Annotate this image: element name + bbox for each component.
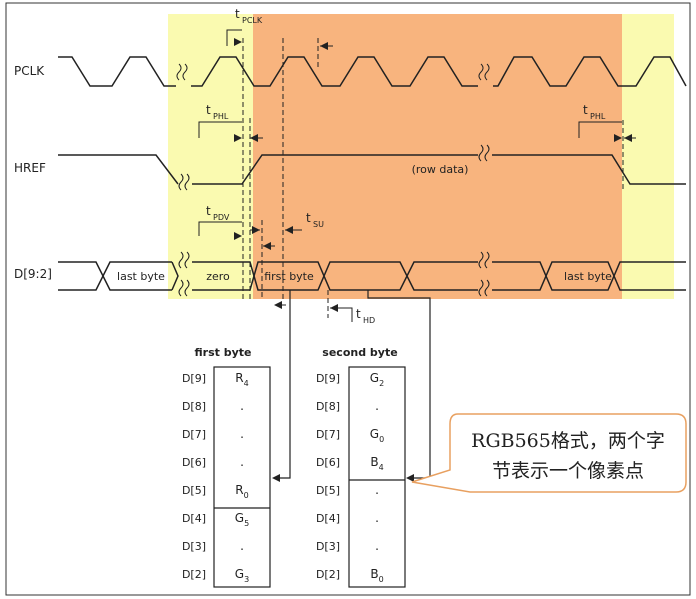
- bit-label: D[5]: [316, 484, 340, 497]
- bit-label: D[9]: [316, 372, 340, 385]
- bit-value: R0: [235, 483, 248, 500]
- bit-value: .: [240, 455, 244, 469]
- data-bus-label: D[9:2]: [14, 267, 52, 281]
- bit-value: .: [240, 399, 244, 413]
- t-hd-label: t HD: [356, 307, 375, 325]
- svg-text:HD: HD: [363, 316, 375, 325]
- last-byte-right-label: last byte: [564, 270, 612, 283]
- callout-bubble: [411, 413, 687, 493]
- bit-label: D[2]: [316, 568, 340, 581]
- svg-text:PHL: PHL: [213, 112, 229, 121]
- t-phl-left-label: t PHL: [206, 103, 229, 121]
- callout-line-1: RGB565格式，两个字: [471, 430, 665, 452]
- bit-value: .: [375, 539, 379, 553]
- svg-text:PCLK: PCLK: [242, 16, 263, 25]
- bit-value: .: [375, 399, 379, 413]
- bit-value: B4: [370, 455, 383, 472]
- bit-label: D[5]: [182, 484, 206, 497]
- href-label: HREF: [14, 161, 46, 175]
- bit-label: D[7]: [316, 428, 340, 441]
- first-byte-title: first byte: [195, 346, 252, 359]
- active-region: [253, 14, 622, 299]
- bit-label: D[3]: [182, 540, 206, 553]
- second-byte-rows: D[9] G2D[8]. D[7] G0D[6] B4D[5]. D[4]. D[3]. D[…: [316, 371, 384, 584]
- bit-value: .: [240, 539, 244, 553]
- svg-text:t: t: [206, 103, 211, 117]
- svg-text:t: t: [356, 307, 361, 321]
- href-break-marks: [178, 144, 490, 191]
- t-su-label: t SU: [306, 211, 324, 229]
- bit-value: B0: [370, 567, 383, 584]
- bit-label: D[8]: [182, 400, 206, 413]
- bit-value: .: [375, 483, 379, 497]
- callout-line-2: 节表示一个像素点: [492, 460, 644, 482]
- bit-value: G5: [235, 511, 249, 528]
- t-phl-right-label: t PHL: [583, 103, 606, 121]
- second-byte-title: second byte: [322, 346, 397, 359]
- bit-value: R4: [235, 371, 248, 388]
- first-byte-box: [213, 366, 271, 588]
- svg-text:t: t: [206, 204, 211, 218]
- bit-label: D[4]: [316, 512, 340, 525]
- bit-label: D[6]: [182, 456, 206, 469]
- last-byte-left-label: last byte: [117, 270, 165, 283]
- bit-value: G0: [370, 427, 384, 444]
- t-pdv-label: t PDV: [206, 204, 230, 222]
- bit-label: D[9]: [182, 372, 206, 385]
- data-bus-waveform: [58, 261, 686, 291]
- row-data-label: (row data): [412, 163, 469, 176]
- reference-lines: [242, 38, 624, 318]
- connector-arrowheads: [272, 474, 414, 482]
- timing-arrowheads: [234, 38, 632, 312]
- svg-text:PDV: PDV: [213, 213, 230, 222]
- bit-value: .: [375, 511, 379, 525]
- svg-text:t: t: [306, 211, 311, 225]
- bit-value: .: [240, 427, 244, 441]
- first-byte-cell-label: first byte: [264, 270, 314, 283]
- bit-label: D[2]: [182, 568, 206, 581]
- data-bus-break-marks: [178, 251, 490, 297]
- pclk-label: PCLK: [14, 64, 45, 78]
- t-pclk-label: t PCLK: [235, 7, 263, 25]
- pclk-break-marks: [176, 63, 490, 81]
- connector-arrows: [278, 290, 431, 479]
- svg-text:PHL: PHL: [590, 112, 606, 121]
- bit-label: D[8]: [316, 400, 340, 413]
- href-waveform: [58, 154, 686, 185]
- bit-value: G2: [370, 371, 384, 388]
- svg-text:t: t: [235, 7, 240, 21]
- first-byte-rows: D[9] R4D[8]. D[7]. D[6]. D[5] R0D[4] G5D[3]. D[…: [182, 371, 249, 584]
- zero-label: zero: [206, 270, 230, 283]
- svg-text:SU: SU: [313, 220, 324, 229]
- frame: [5, 2, 691, 596]
- bit-label: D[3]: [316, 540, 340, 553]
- svg-text:t: t: [583, 103, 588, 117]
- bit-label: D[7]: [182, 428, 206, 441]
- bit-label: D[4]: [182, 512, 206, 525]
- second-byte-box: [348, 366, 406, 588]
- pclk-waveform: [58, 56, 687, 87]
- bit-value: G3: [235, 567, 249, 584]
- bit-label: D[6]: [316, 456, 340, 469]
